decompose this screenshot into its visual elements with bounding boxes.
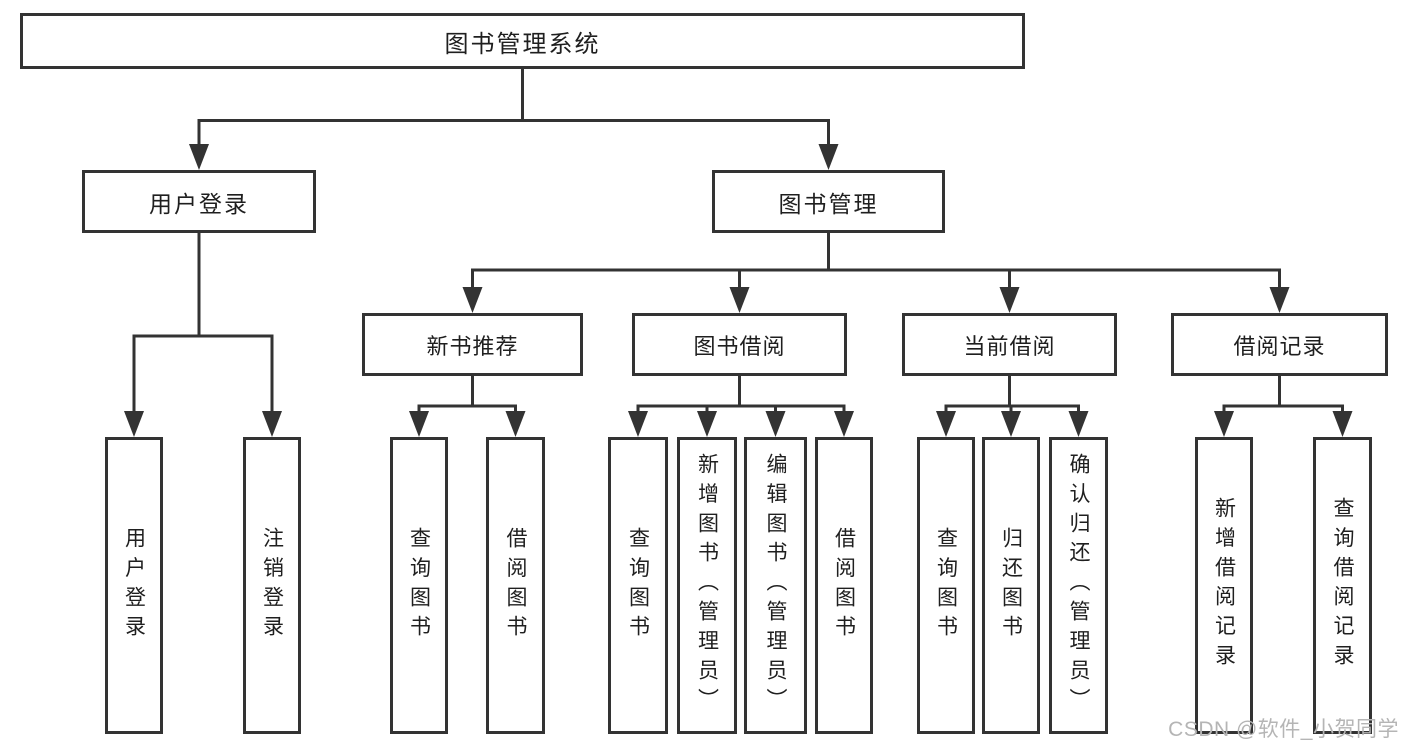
arrow-down-icon [765,411,786,437]
arrow-down-icon [729,287,750,313]
connector-new-book-children [417,376,517,413]
node-root: 图书管理系统 [20,13,1025,69]
node-book-management: 图书管理 [712,170,945,233]
arrow-down-icon [124,411,144,437]
arrow-down-icon [697,411,717,437]
leaf-query-books-3: 查询图书 [917,437,975,734]
arrow-down-icon [936,411,956,437]
arrow-down-icon [1214,411,1234,437]
arrow-down-icon [462,287,483,313]
node-book-borrow: 图书借阅 [632,313,847,376]
connector-book-borrow-children [636,376,846,413]
leaf-add-borrow-record: 新增借阅记录 [1195,437,1253,734]
arrow-down-icon [409,411,429,437]
node-user-login: 用户登录 [82,170,316,233]
arrow-down-icon [505,411,526,437]
watermark: CSDN @软件_小贺同学 [1168,718,1399,741]
leaf-return-book: 归还图书 [982,437,1040,734]
leaf-query-books-1: 查询图书 [390,437,448,734]
connector-root-to-level2 [197,69,830,146]
connector-book-management-children [471,233,1281,289]
arrow-down-icon [1068,411,1089,437]
arrow-down-icon [262,411,282,437]
leaf-query-borrow-record: 查询借阅记录 [1313,437,1372,734]
arrow-down-icon [1332,411,1353,437]
leaf-edit-book-admin: 编辑图书（管理员） [744,437,807,734]
leaf-logout: 注销登录 [243,437,301,734]
arrow-down-icon [818,144,839,170]
leaf-confirm-return-admin: 确认归还（管理员） [1049,437,1108,734]
node-new-book-recommend: 新书推荐 [362,313,583,376]
connector-user-login-children [132,233,274,413]
arrow-down-icon [189,144,209,170]
leaf-add-book-admin: 新增图书（管理员） [677,437,737,734]
arrow-down-icon [1269,287,1290,313]
arrow-down-icon [834,411,854,437]
leaf-query-books-2: 查询图书 [608,437,668,734]
node-current-borrow: 当前借阅 [902,313,1117,376]
leaf-borrow-books-2: 借阅图书 [815,437,873,734]
connector-borrow-records-children [1222,376,1344,413]
leaf-user-login: 用户登录 [105,437,163,734]
node-borrow-records: 借阅记录 [1171,313,1388,376]
arrow-down-icon [628,411,648,437]
connector-current-borrow-children [944,376,1080,413]
arrowheads [124,144,1353,437]
arrow-down-icon [1001,411,1021,437]
arrow-down-icon [999,287,1020,313]
leaf-borrow-books-1: 借阅图书 [486,437,545,734]
